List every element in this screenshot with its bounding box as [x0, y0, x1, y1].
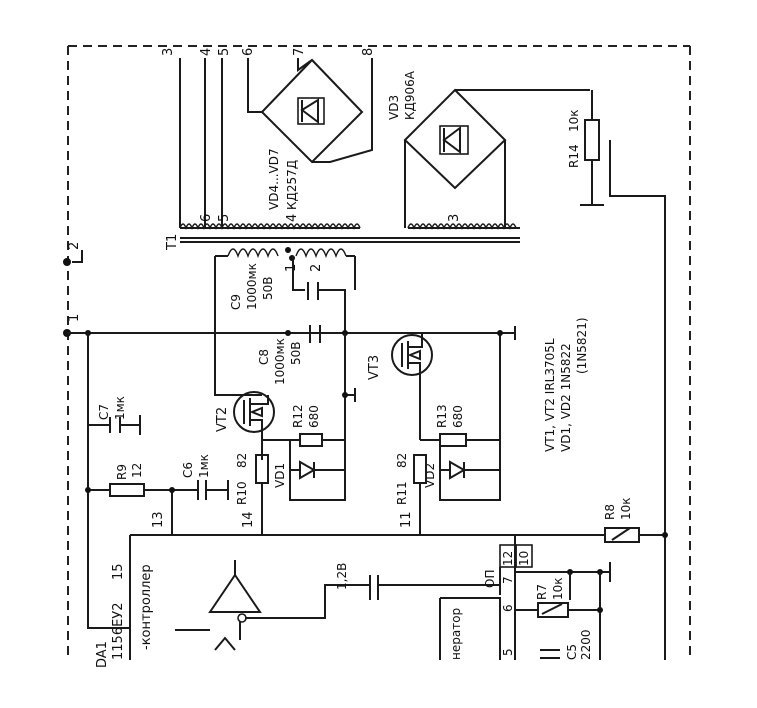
board-outline: [67, 45, 691, 655]
vt2-label: VT2: [215, 407, 230, 432]
c8-ref: C8: [257, 349, 271, 365]
terminals: [63, 250, 516, 340]
r14-value: 10к: [567, 109, 581, 132]
pin-label-6: 6: [241, 48, 256, 56]
r12-vd1: [289, 392, 348, 501]
note-line-1: VT1, VT2 IRL3705L: [543, 338, 557, 452]
t1-pin-3: 3: [447, 214, 462, 222]
r13-vd2: [439, 433, 501, 501]
r8-value: 10к: [619, 497, 633, 520]
note-line-3: (1N5821): [575, 317, 589, 374]
t1-pin-5: 5: [217, 214, 232, 222]
ic-pin-14: 14: [241, 511, 256, 528]
ic-pin-6: 6: [501, 604, 515, 612]
t1-pin-4: 4: [285, 214, 300, 222]
r12-ref: R12: [291, 404, 305, 428]
c5-value: 2200: [579, 629, 593, 660]
c9-capacitor: [292, 256, 346, 333]
r9-c6: [85, 480, 229, 535]
bridge-vd4-vd7: [247, 58, 373, 164]
r14-label: R14: [567, 144, 581, 168]
pin-label-5: 5: [217, 48, 232, 56]
r7-ref: R7: [535, 584, 549, 600]
ic-da1: [129, 520, 533, 660]
t1-pin-1: 1: [284, 264, 299, 272]
transformer-t1: [179, 58, 520, 396]
note-line-2: VD1, VD2 1N5822: [559, 343, 573, 452]
ic-pin-13: 13: [151, 511, 166, 528]
terminal-1-label: 1: [67, 314, 82, 322]
c9-ref: C9: [229, 294, 243, 310]
ic-pin-7: 7: [501, 576, 515, 584]
c5-ref: C5: [565, 644, 579, 660]
c7-value: 1мк: [113, 396, 127, 420]
r8-r7-c5: [515, 527, 668, 660]
ic-pin-11: 11: [399, 511, 414, 528]
r10-ref: R10: [235, 481, 249, 505]
r13-value: 680: [451, 405, 465, 428]
ic-op: ОП: [483, 570, 497, 588]
vd3-part: КД906А: [403, 70, 417, 120]
ic-pin-10: 10: [517, 551, 531, 566]
r10: [255, 454, 269, 535]
pin-label-7: 7: [292, 48, 307, 56]
c8-voltage: 50В: [289, 341, 303, 365]
r12-value: 680: [307, 405, 321, 428]
ic-generator: нератор: [449, 608, 463, 660]
vt3-label: VT3: [367, 355, 382, 380]
bridge-vd3: [403, 88, 590, 228]
vt3-transistor: [391, 330, 503, 441]
c9-voltage: 50В: [261, 276, 275, 300]
vd3-ref: VD3: [387, 95, 401, 120]
ic-part: 1156ЕУ2: [111, 603, 126, 661]
t1-pin-6: 6: [199, 214, 214, 222]
r14-trimmer: [580, 90, 666, 660]
ic-pin-5: 5: [501, 648, 515, 656]
r8-ref: R8: [603, 504, 617, 520]
r11-ref: R11: [395, 481, 409, 505]
c6-ref: C6: [181, 462, 195, 478]
r10-value: 82: [235, 453, 249, 468]
vd4-vd7-ref: VD4...VD7: [267, 148, 281, 210]
c7-ref: C7: [97, 404, 111, 420]
r11-value: 82: [395, 453, 409, 468]
c6-value: 1мк: [197, 454, 211, 478]
vd1-label: VD1: [273, 463, 287, 488]
ic-label: -контроллер: [139, 564, 154, 650]
ic-v12: 1,2В: [335, 563, 349, 590]
pin-label-3: 3: [161, 48, 176, 56]
vt2-transistor: [233, 391, 290, 460]
ic-pin-12: 12: [501, 551, 515, 566]
r7-value: 10к: [551, 577, 565, 600]
t1-pin-2: 2: [309, 264, 324, 272]
ic-pin-15: 15: [111, 563, 126, 580]
pin-label-8: 8: [361, 48, 376, 56]
r9-ref: R9: [115, 464, 129, 480]
pin-label-4: 4: [199, 48, 214, 56]
r9-value: 12: [130, 463, 144, 478]
terminal-2-label: 2: [67, 242, 82, 250]
c8-value: 1000мк: [273, 338, 287, 385]
t1-label: T1: [165, 234, 180, 251]
vd4-vd7-part: КД257Д: [285, 160, 299, 210]
r13-ref: R13: [435, 404, 449, 428]
c7-capacitor: [87, 333, 141, 629]
ic-ref: DA1: [95, 641, 110, 668]
c9-value: 1000мк: [245, 263, 259, 310]
